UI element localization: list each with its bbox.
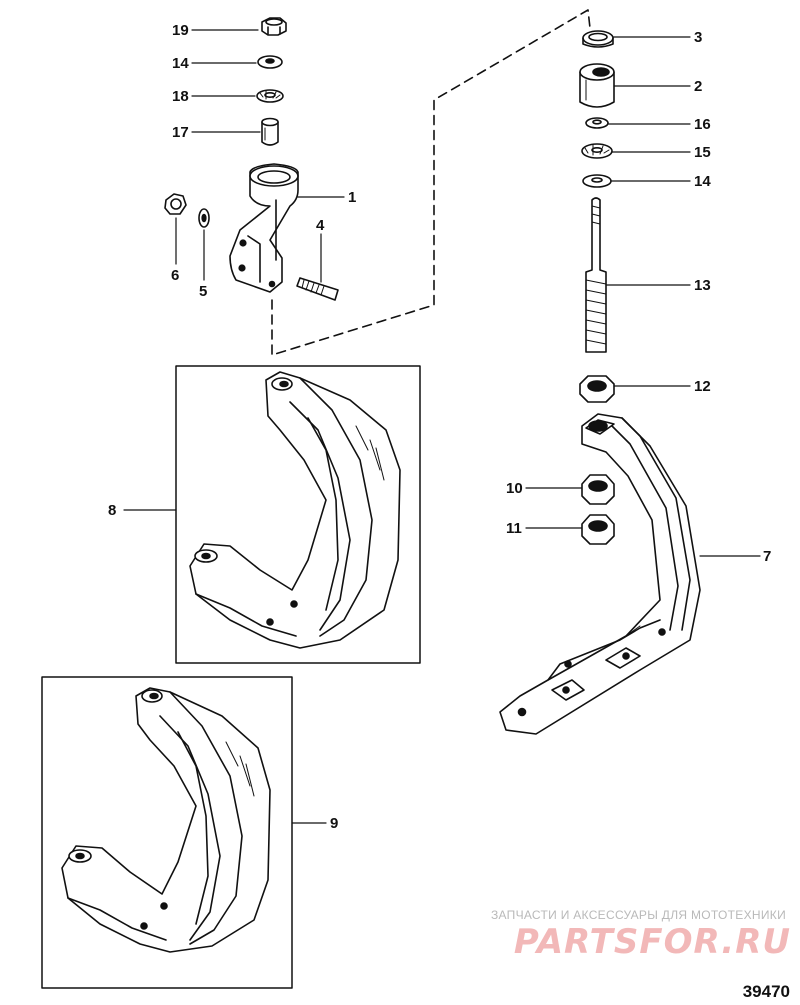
callout-12: 12: [694, 378, 711, 395]
callout-labels: 19 14 18 17 1 4 6 5 3 2 16 15 14 13 12 1…: [108, 22, 771, 832]
part-12-nut: [579, 375, 615, 403]
leader-lines: [123, 29, 761, 824]
part-18-lockwasher: [256, 89, 284, 103]
callout-1: 1: [348, 189, 356, 206]
callout-2: 2: [694, 78, 702, 95]
callout-18: 18: [172, 88, 189, 105]
callout-7: 7: [763, 548, 771, 565]
part-6-nut: [164, 193, 187, 215]
callout-15: 15: [694, 144, 711, 161]
figure-number: 39470: [742, 982, 790, 1001]
watermark-logo: PARTSFOR.RU: [513, 922, 791, 962]
callout-13: 13: [694, 277, 711, 294]
callout-9: 9: [330, 815, 338, 832]
part-10-nut: [581, 474, 615, 505]
callout-6: 6: [171, 267, 179, 284]
part-7-cradle: [499, 413, 701, 735]
part-17-spacer: [261, 117, 279, 146]
part-9-frame: [41, 676, 293, 989]
part-14-washer-right: [582, 174, 612, 188]
callout-8: 8: [108, 502, 116, 519]
part-2-bushing: [579, 63, 615, 108]
callout-19: 19: [172, 22, 189, 39]
callout-11: 11: [506, 520, 522, 537]
callout-14-right: 14: [694, 173, 711, 190]
callout-17: 17: [172, 124, 189, 141]
assembly-dashed-line: [271, 9, 591, 356]
part-8-cradle: [189, 371, 401, 649]
watermark-tagline: ЗАПЧАСТИ И АКСЕССУАРЫ ДЛЯ МОТОТЕХНИКИ: [490, 908, 786, 922]
part-3-cup-washer: [582, 30, 614, 48]
part-19-locknut: [261, 17, 287, 36]
part-8-frame: [175, 365, 421, 664]
callout-10: 10: [506, 480, 523, 497]
callout-16: 16: [694, 116, 711, 133]
part-9-cradle: [61, 687, 271, 953]
part-11-nut: [581, 514, 615, 545]
callout-5: 5: [199, 283, 207, 300]
callout-4: 4: [316, 217, 325, 234]
part-13-stud-bolt: [585, 197, 607, 353]
part-5-washer: [198, 208, 210, 228]
part-4-stud: [296, 277, 339, 301]
part-16-washer: [585, 117, 609, 129]
part-14-washer-left: [257, 55, 283, 69]
part-15-lockwasher: [581, 143, 613, 159]
part-1-bracket: [229, 163, 299, 293]
callout-14-left: 14: [172, 55, 189, 72]
callout-3: 3: [694, 29, 702, 46]
